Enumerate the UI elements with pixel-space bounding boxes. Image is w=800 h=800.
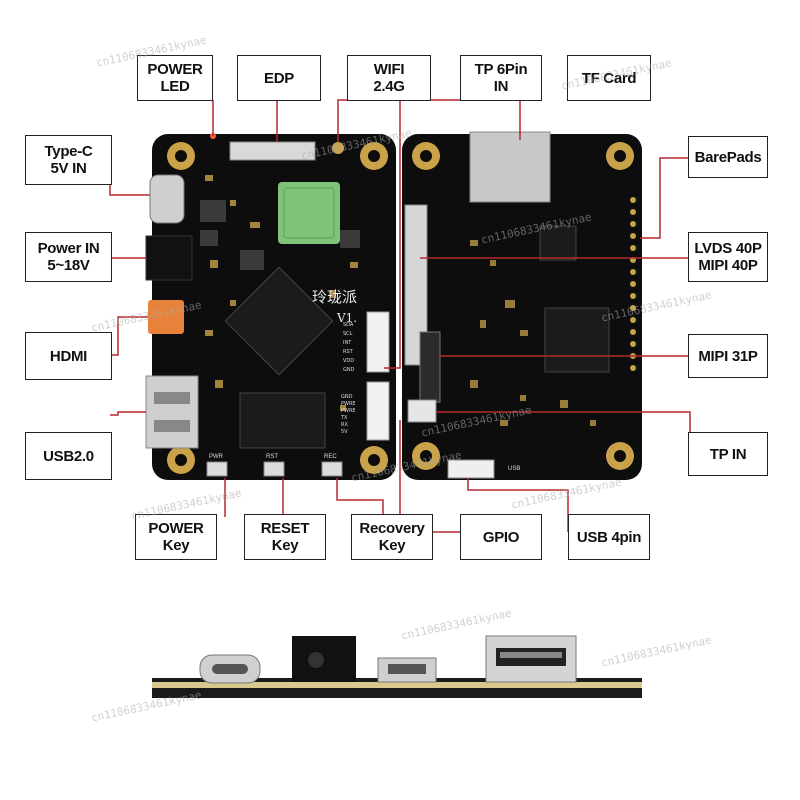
label-type-c: Type-C 5V IN bbox=[25, 135, 112, 185]
label-power-led-line2: LED bbox=[160, 78, 190, 95]
tp-connector-icon bbox=[366, 311, 390, 373]
hdmi-port-icon bbox=[148, 300, 184, 334]
bare-pads-icon bbox=[630, 197, 636, 371]
label-tp6pin-line1: TP 6Pin bbox=[474, 61, 528, 78]
rst-silkscreen: RST bbox=[266, 454, 278, 460]
board-silkscreen-version: V1. bbox=[336, 311, 357, 325]
label-power-in-line2: 5~18V bbox=[47, 257, 90, 274]
label-reset-key-line1: RESET bbox=[260, 520, 310, 537]
lvds-connector-icon bbox=[404, 204, 428, 366]
tp-pin-label: VDD bbox=[343, 358, 354, 364]
side-dc-jack-icon bbox=[292, 636, 356, 682]
label-hdmi-line1: HDMI bbox=[49, 347, 88, 365]
gpio-pin-label: RX bbox=[341, 422, 348, 428]
tp-pin-label: GND bbox=[343, 367, 355, 373]
label-usb20: USB2.0 bbox=[25, 432, 112, 480]
tp-in-connector-icon bbox=[407, 399, 437, 423]
label-tp6pin: TP 6Pin IN bbox=[460, 55, 542, 101]
label-mipi31p: MIPI 31P bbox=[688, 334, 768, 378]
tf-card-slot-icon bbox=[469, 131, 551, 203]
mounting-hole-icon bbox=[167, 142, 388, 474]
left-board: 玲珑派 V1. PWR RST REC bbox=[145, 133, 396, 480]
power-button-icon bbox=[206, 461, 228, 477]
usb-silkscreen: USB bbox=[508, 466, 520, 472]
label-usb4pin: USB 4pin bbox=[568, 514, 650, 560]
label-edp: EDP bbox=[237, 55, 321, 101]
main-soc-icon bbox=[224, 266, 334, 376]
label-power-led: POWER LED bbox=[137, 55, 213, 101]
label-power-in-line1: Power IN bbox=[37, 240, 100, 257]
label-hdmi: HDMI bbox=[25, 332, 112, 380]
gpio-pin-label: GND bbox=[341, 394, 353, 400]
tp-pin-label: INT bbox=[343, 340, 352, 346]
label-lvds-mipi: LVDS 40P MIPI 40P bbox=[688, 232, 768, 282]
memory-chip-icon bbox=[239, 392, 326, 449]
gpio-pin-label: PWRE bbox=[341, 408, 356, 414]
dc-jack-icon bbox=[145, 235, 193, 281]
pmic-chip-icon bbox=[539, 225, 577, 261]
edp-connector-icon bbox=[229, 141, 316, 161]
gpio-pin-label: 5V bbox=[341, 429, 348, 435]
board-silkscreen-name: 玲珑派 bbox=[312, 288, 357, 306]
label-reset-key-line2: Key bbox=[271, 537, 299, 554]
label-tp-in: TP IN bbox=[688, 432, 768, 476]
bridge-chip-icon bbox=[544, 307, 610, 373]
tp-pin-label: SDA bbox=[343, 322, 354, 328]
label-tf-card: TF Card bbox=[567, 55, 651, 101]
label-gpio: GPIO bbox=[460, 514, 542, 560]
label-mipi31p-line1: MIPI 31P bbox=[698, 347, 758, 365]
gpio-pin-label: TX bbox=[340, 415, 348, 421]
label-barepads-line1: BarePads bbox=[694, 148, 762, 166]
gpio-connector-icon bbox=[366, 381, 390, 441]
tp-pin-label: RST bbox=[343, 349, 354, 355]
label-type-c-line1: Type-C bbox=[44, 143, 93, 160]
callout-lines bbox=[109, 99, 691, 533]
label-lvds-line2: MIPI 40P bbox=[698, 257, 758, 274]
rec-silkscreen: REC bbox=[324, 454, 337, 460]
label-tf-card-line1: TF Card bbox=[581, 69, 637, 87]
recovery-button-icon bbox=[321, 461, 343, 477]
label-usb4pin-line1: USB 4pin bbox=[576, 528, 642, 546]
label-gpio-line1: GPIO bbox=[482, 528, 520, 546]
mipi-connector-icon bbox=[419, 331, 441, 403]
label-power-key: POWER Key bbox=[135, 514, 217, 560]
type-c-port-icon bbox=[149, 174, 185, 224]
usb-port-icon bbox=[145, 375, 199, 449]
tp-pin-label: SCL bbox=[343, 331, 353, 337]
gpio-pin-label: PWRE bbox=[341, 401, 356, 407]
reset-button-icon bbox=[263, 461, 285, 477]
label-type-c-line2: 5V IN bbox=[50, 160, 87, 177]
label-wifi-line1: WIFI bbox=[373, 61, 405, 78]
label-recovery-key-line2: Key bbox=[378, 537, 406, 554]
label-power-key-line2: Key bbox=[162, 537, 190, 554]
wifi-module-icon bbox=[278, 182, 340, 244]
label-wifi-line2: 2.4G bbox=[373, 78, 405, 95]
side-view-board bbox=[152, 635, 642, 698]
right-board: USB bbox=[402, 131, 642, 480]
label-recovery-key-line1: Recovery bbox=[359, 520, 425, 537]
label-recovery-key: Recovery Key bbox=[351, 514, 433, 560]
antenna-connector-icon bbox=[332, 142, 344, 154]
label-lvds-line1: LVDS 40P bbox=[694, 240, 762, 257]
label-barepads: BarePads bbox=[688, 136, 768, 178]
label-usb20-line1: USB2.0 bbox=[43, 447, 94, 465]
label-tp-in-line1: TP IN bbox=[709, 445, 747, 463]
label-wifi: WIFI 2.4G bbox=[347, 55, 431, 101]
label-edp-line1: EDP bbox=[264, 69, 294, 87]
label-power-in: Power IN 5~18V bbox=[25, 232, 112, 282]
label-reset-key: RESET Key bbox=[244, 514, 326, 560]
mounting-hole-icon bbox=[412, 142, 634, 470]
pwr-silkscreen: PWR bbox=[209, 454, 224, 460]
usb-4pin-connector-icon bbox=[447, 459, 495, 479]
label-power-led-line1: POWER bbox=[147, 61, 203, 78]
label-tp6pin-line2: IN bbox=[493, 78, 509, 95]
label-power-key-line1: POWER bbox=[148, 520, 204, 537]
